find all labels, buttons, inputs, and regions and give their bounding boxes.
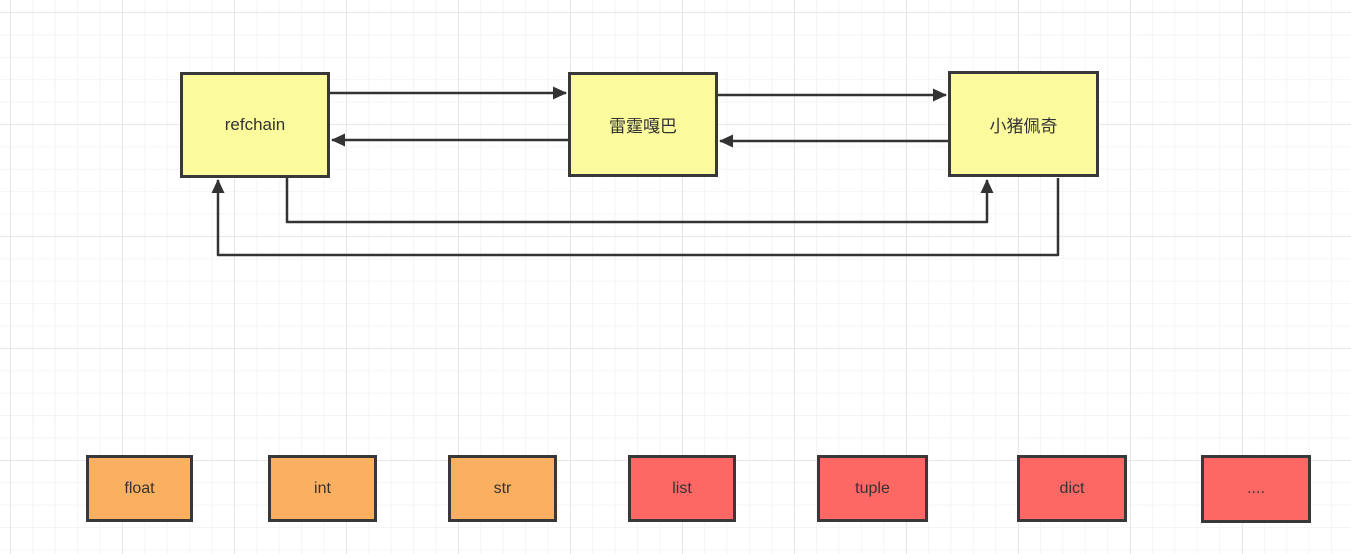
- type-box-label: int: [314, 479, 331, 497]
- edge-refchain-to-xiaozhu-bottom[interactable]: [285, 178, 994, 224]
- type-box-label: dict: [1059, 479, 1085, 497]
- type-box-label: str: [493, 479, 512, 497]
- node-label: 雷霆嘎巴: [609, 117, 677, 136]
- type-box-list[interactable]: list: [628, 455, 736, 522]
- node-label: refchain: [224, 115, 286, 134]
- type-box-more[interactable]: ....: [1201, 455, 1311, 523]
- type-box-dict[interactable]: dict: [1017, 455, 1127, 522]
- node-label: 小猪佩奇: [989, 116, 1058, 136]
- node-xiaozhu-peiqi[interactable]: 小猪佩奇: [948, 71, 1099, 177]
- node-refchain[interactable]: refchain: [180, 72, 330, 178]
- node-leiting-gaba[interactable]: 雷霆嘎巴: [568, 72, 718, 177]
- type-box-label: list: [672, 479, 692, 497]
- type-box-tuple[interactable]: tuple: [817, 455, 928, 522]
- type-box-str[interactable]: str: [448, 455, 557, 522]
- type-box-label: float: [124, 479, 155, 497]
- edge-xiaozhu-to-refchain-bottom[interactable]: [211, 178, 1060, 257]
- type-box-float[interactable]: float: [86, 455, 193, 522]
- type-box-label: ....: [1247, 480, 1265, 497]
- type-box-label: tuple: [855, 479, 890, 497]
- type-box-int[interactable]: int: [268, 455, 377, 522]
